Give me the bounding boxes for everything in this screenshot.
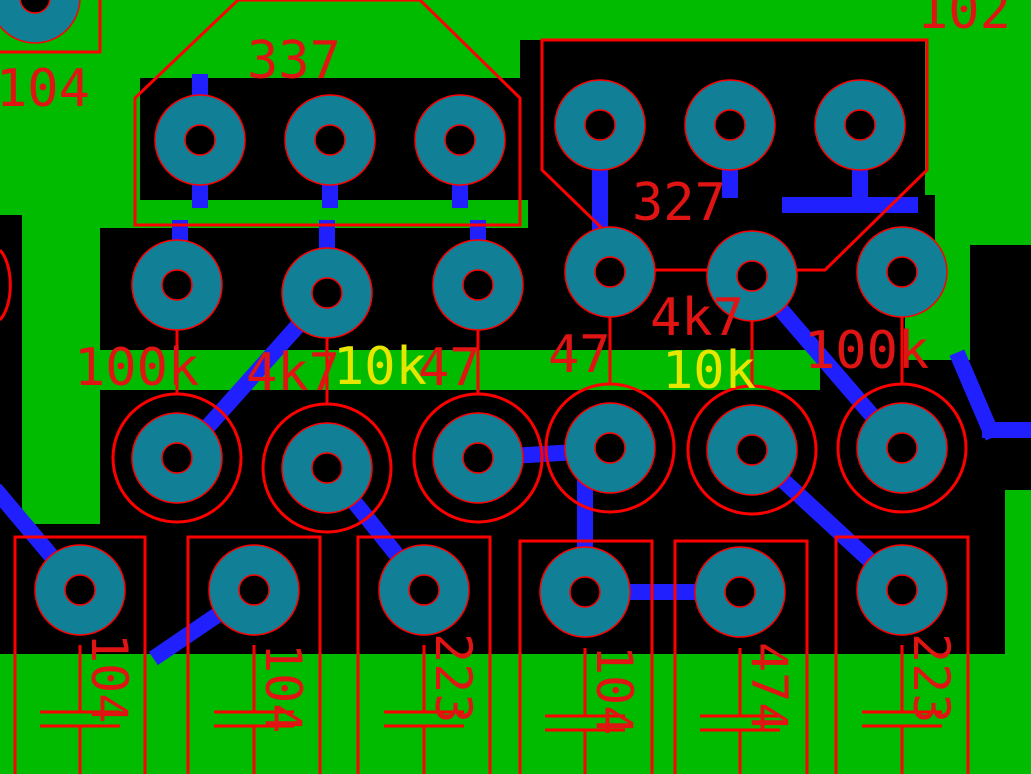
copper-center-strip xyxy=(100,350,820,390)
partial-ring-left-edge xyxy=(0,248,12,322)
drill-hole xyxy=(736,434,768,466)
drill-hole xyxy=(161,442,193,474)
capacitor-symbol xyxy=(40,645,120,774)
silkscreen-outlines xyxy=(0,0,970,774)
label-cap-3: 223 xyxy=(424,633,482,723)
capacitor-box xyxy=(518,539,654,774)
copper-right-column xyxy=(925,0,1031,195)
capacitor-symbol xyxy=(384,645,464,774)
trace xyxy=(949,349,1001,441)
drill-hole xyxy=(462,442,494,474)
capacitor-box xyxy=(186,535,322,774)
drill-hole xyxy=(311,277,343,309)
drill-hole xyxy=(714,109,746,141)
copper-right-band xyxy=(1005,490,1031,660)
label-r-4k7-left: 4k7 xyxy=(246,343,340,403)
drill-hole xyxy=(584,109,616,141)
drill-hole xyxy=(462,269,494,301)
drill-hole xyxy=(408,574,440,606)
capacitor-box xyxy=(834,535,970,774)
drill-hole xyxy=(64,574,96,606)
drill-hole xyxy=(19,0,51,14)
capacitor-symbol xyxy=(862,645,942,774)
outline-reg-337 xyxy=(133,0,522,227)
copper-bottom-band xyxy=(0,654,1031,774)
drill-hole xyxy=(238,574,270,606)
drill-hole xyxy=(594,432,626,464)
label-r-100k-right: 100k xyxy=(804,321,929,381)
capacitor-symbol xyxy=(214,645,294,774)
capacitor-box xyxy=(13,535,147,774)
label-corner-102: 102 xyxy=(917,0,1011,41)
label-reg-327: 327 xyxy=(632,173,726,233)
label-reg-337: 337 xyxy=(247,31,341,91)
drill-hole xyxy=(314,124,346,156)
capacitor-box xyxy=(673,539,809,774)
drill-hole xyxy=(736,260,768,292)
label-r-10k-right: 10k xyxy=(662,341,756,401)
drill-hole xyxy=(724,576,756,608)
drill-holes xyxy=(19,0,918,608)
drill-hole xyxy=(161,269,193,301)
drill-hole xyxy=(569,576,601,608)
drill-hole xyxy=(886,574,918,606)
label-r-47-right: 47 xyxy=(548,325,611,385)
drill-hole xyxy=(311,452,343,484)
drill-hole xyxy=(886,256,918,288)
drill-hole xyxy=(184,124,216,156)
label-r-47-left: 47 xyxy=(418,338,481,398)
drill-hole xyxy=(886,432,918,464)
label-corner-104: 104 xyxy=(0,59,90,119)
drill-hole xyxy=(594,256,626,288)
label-r-100k-left: 100k xyxy=(74,338,199,398)
label-cap-1: 104 xyxy=(80,633,138,723)
capacitor-box xyxy=(356,535,492,774)
label-r-4k7-right: 4k7 xyxy=(650,288,744,348)
copper-top-right-band xyxy=(380,0,1031,40)
label-cap-2: 104 xyxy=(254,643,312,733)
drill-hole xyxy=(844,109,876,141)
label-cap-6: 223 xyxy=(902,633,960,723)
outline-corner-part xyxy=(0,0,102,54)
outline-reg-327 xyxy=(540,38,929,272)
capacitor-symbol xyxy=(700,648,780,774)
label-cap-4: 104 xyxy=(585,645,643,735)
drill-hole xyxy=(444,124,476,156)
capacitor-symbol xyxy=(545,648,625,774)
pad-corner-partial xyxy=(0,0,81,44)
label-cap-5: 474 xyxy=(740,642,798,732)
copper-right-step xyxy=(935,195,1031,245)
copper-left-pillar xyxy=(22,200,100,524)
label-r-10k-left: 10k xyxy=(333,337,427,397)
